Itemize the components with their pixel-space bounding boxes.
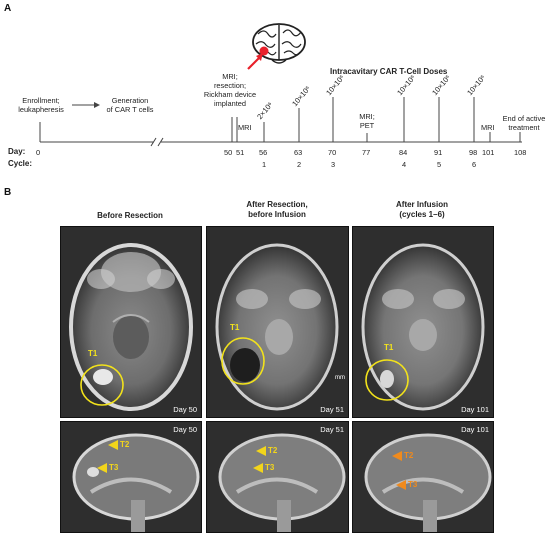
lesion-marker <box>259 46 269 56</box>
day-108: 108 <box>514 148 527 157</box>
marker-arrow-t2-day101 <box>392 451 402 461</box>
marker-arrow-t2-day51 <box>256 446 266 456</box>
axial-day-label-3: Day 101 <box>461 405 489 414</box>
timeline-axis <box>39 97 522 147</box>
sagittal-scan-day101: Day 101 <box>352 421 494 533</box>
marker-t3-day51: T3 <box>265 463 275 472</box>
marker-arrow-t3-day51 <box>253 463 263 473</box>
marker-t3-day50: T3 <box>109 463 119 472</box>
axial-day-label-2: Day 51 <box>320 405 344 414</box>
column-title-after-resection: After Resection,before Infusion <box>246 200 308 219</box>
sagittal-day-label-3: Day 101 <box>461 425 489 434</box>
axial-scan-day51: mm Day 51 <box>206 226 349 418</box>
roi-circle-day50 <box>80 364 124 406</box>
axial-scan-day101: Day 101 <box>352 226 494 418</box>
event-mri101: MRI <box>481 123 495 132</box>
day-row-label: Day: <box>8 147 26 156</box>
roi-circle-day51 <box>221 337 265 385</box>
cycle-5: 5 <box>437 160 442 169</box>
cycle-2: 2 <box>297 160 302 169</box>
sagittal-day-label-2: Day 51 <box>320 425 344 434</box>
marker-t3-day101: T3 <box>408 480 418 489</box>
axial-day-label-1: Day 50 <box>173 405 197 414</box>
column-title-after-infusion: After Infusion(cycles 1–6) <box>396 200 448 219</box>
event-mri77: MRI;PET <box>359 112 375 130</box>
panel-b-label: B <box>4 187 12 198</box>
column-title-before-resection: Before Resection <box>97 211 163 220</box>
day-98: 98 <box>469 148 478 157</box>
scale-label: mm <box>335 375 345 381</box>
lesion-arrow <box>247 53 263 70</box>
roi-circle-day101 <box>365 359 409 401</box>
roi-label-day51: T1 <box>230 323 240 332</box>
cycle-row-label: Cycle: <box>8 159 33 168</box>
event-mri51: MRI <box>238 123 252 132</box>
marker-arrow-t3-day50 <box>97 463 107 473</box>
day-84: 84 <box>399 148 408 157</box>
sagittal-scan-day51: Day 51 <box>206 421 349 533</box>
roi-label-day50: T1 <box>88 349 98 358</box>
sagittal-day-label-1: Day 50 <box>173 425 197 434</box>
panel-a-label: A <box>4 3 12 14</box>
cycle-3: 3 <box>331 160 336 169</box>
day-91: 91 <box>434 148 443 157</box>
day-51: 51 <box>236 148 245 157</box>
marker-arrow-t3-day101 <box>396 480 406 490</box>
brain-illustration <box>252 23 306 64</box>
day-70: 70 <box>328 148 337 157</box>
day-0: 0 <box>36 148 41 157</box>
sagittal-scan-day50: Day 50 <box>60 421 202 533</box>
marker-arrow-t2-day50 <box>108 440 118 450</box>
day-50: 50 <box>224 148 233 157</box>
roi-label-day101: T1 <box>384 343 394 352</box>
cycle-1: 1 <box>262 160 267 169</box>
cycle-4: 4 <box>402 160 407 169</box>
event-enroll: Enrollment;leukapheresis <box>18 96 64 114</box>
marker-t2-day50: T2 <box>120 440 130 449</box>
day-77: 77 <box>362 148 371 157</box>
day-101: 101 <box>482 148 495 157</box>
day-56: 56 <box>259 148 268 157</box>
cycle-6: 6 <box>472 160 477 169</box>
axial-scan-day50: Day 50 <box>60 226 202 418</box>
timeline-title: Intracavitary CAR T-Cell Doses <box>330 67 448 76</box>
day-63: 63 <box>294 148 303 157</box>
marker-t2-day101: T2 <box>404 451 414 460</box>
marker-t2-day51: T2 <box>268 446 278 455</box>
